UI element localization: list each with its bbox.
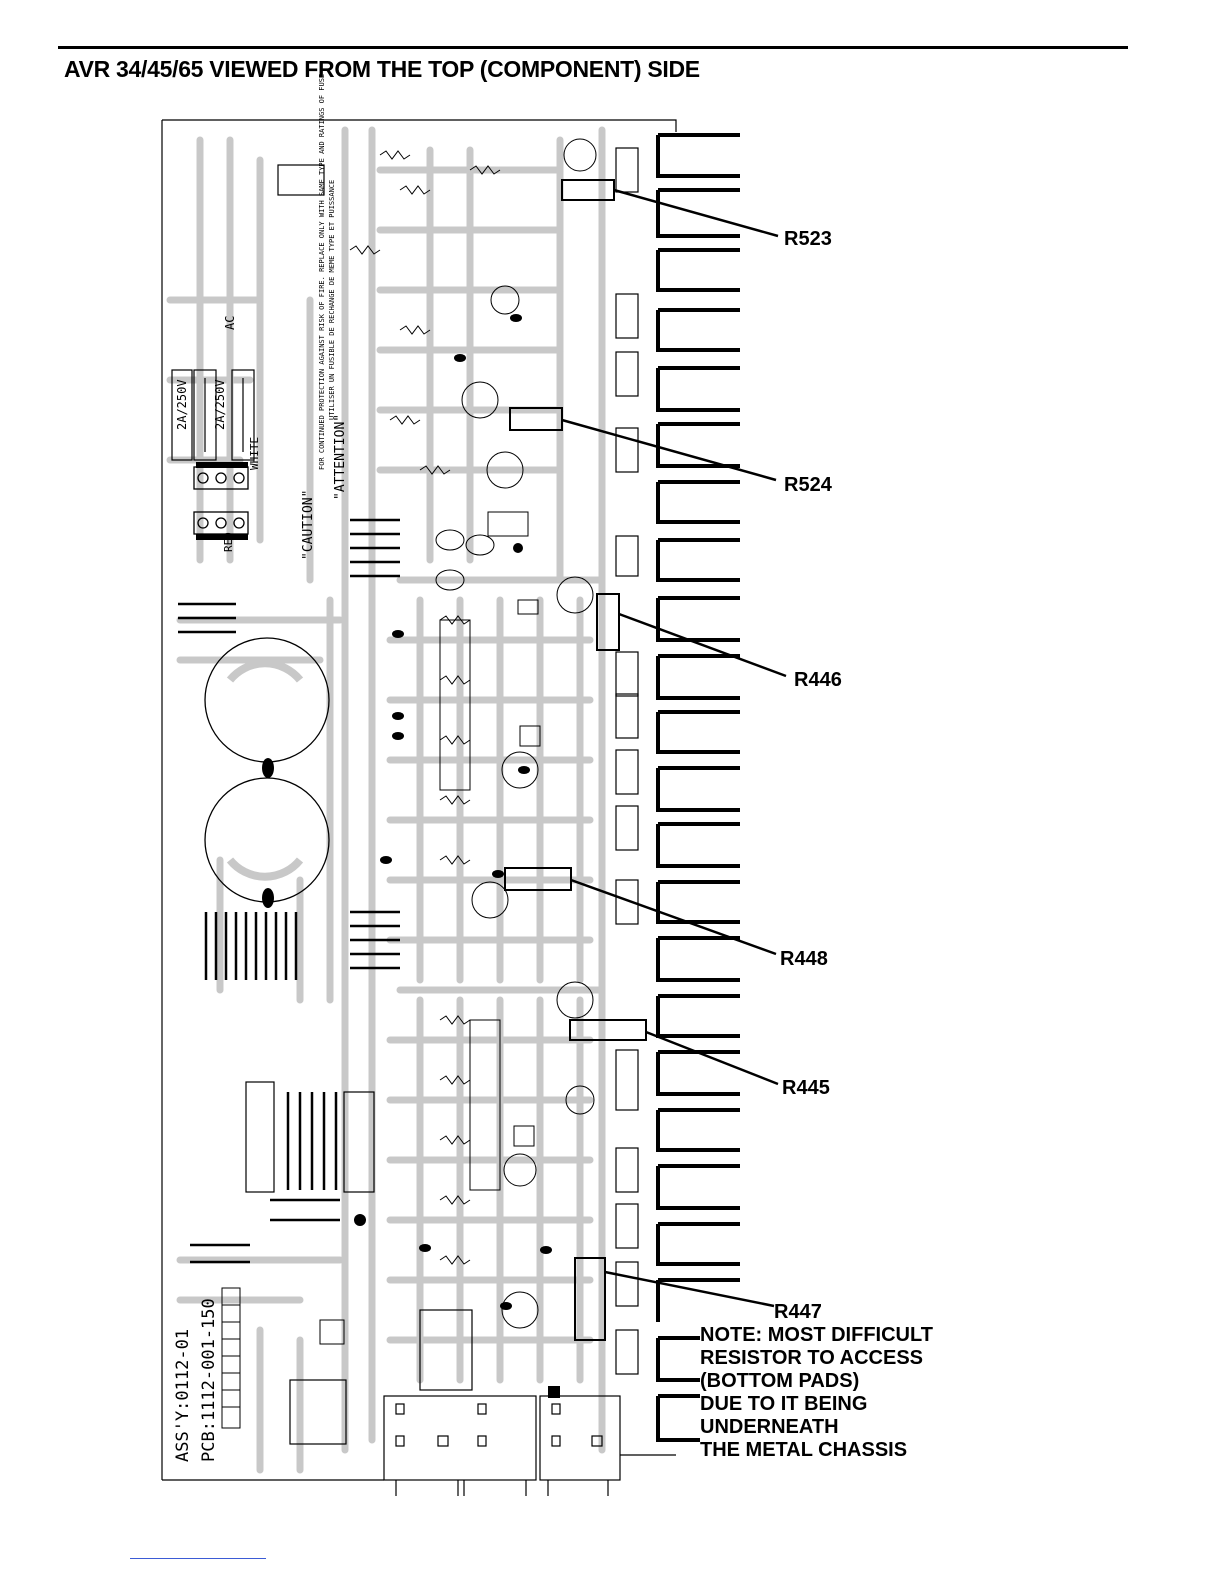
callout-r447: R447	[774, 1301, 822, 1323]
r523-box	[561, 179, 615, 201]
component-dots	[380, 314, 552, 1310]
callout-r448: R448	[780, 948, 828, 970]
note-line-1: NOTE: MOST DIFFICULT	[700, 1324, 933, 1346]
assy-label: ASS'Y:0112-01	[173, 1329, 193, 1462]
pcb-label: PCB:1112-001-150	[199, 1298, 219, 1462]
copper-traces	[166, 126, 606, 1474]
callout-r524: R524	[784, 474, 832, 496]
attention-label: "ATTENTION"	[333, 414, 348, 500]
component-field	[319, 138, 597, 1345]
board-outline	[161, 119, 677, 1481]
r446-box	[596, 593, 620, 651]
note-line-3: (BOTTOM PADS)	[700, 1370, 860, 1392]
callout-r446: R446	[794, 669, 842, 691]
bottom-connectors	[383, 1395, 621, 1496]
white-connector-bar	[196, 462, 248, 468]
note-line-2: RESISTOR TO ACCESS	[700, 1347, 924, 1369]
capacitor-pads	[262, 543, 560, 1398]
ac-label: AC	[223, 316, 237, 330]
red-label: RED	[222, 532, 235, 552]
revision-boxes	[221, 1287, 241, 1429]
r445-box	[569, 1019, 647, 1041]
attention-text: UTILISER UN FUSIBLE DE RECHANGE DE MEME …	[328, 180, 336, 420]
note-line-6: THE METAL CHASSIS	[700, 1439, 908, 1461]
leader-lines	[561, 188, 787, 1308]
red-connector-bar	[196, 534, 248, 540]
top-rule	[58, 46, 1128, 49]
access-note: NOTE: MOST DIFFICULT RESISTOR TO ACCESS …	[700, 1324, 933, 1462]
r447-box	[574, 1257, 606, 1341]
jumpers	[178, 518, 400, 1264]
transistor-rail	[615, 147, 639, 1375]
fuses	[171, 369, 255, 461]
white-label: WHITE	[248, 437, 261, 470]
fuse2-label: 2A/250V	[213, 379, 227, 430]
callout-r445: R445	[782, 1077, 830, 1099]
r524-box	[509, 407, 563, 431]
caution-text: FOR CONTINUED PROTECTION AGAINST RISK OF…	[318, 74, 326, 470]
callout-r523: R523	[784, 228, 832, 250]
caution-label: "CAUTION"	[301, 490, 316, 560]
note-line-4: DUE TO IT BEING	[700, 1393, 868, 1415]
capacitor-c482	[204, 777, 330, 903]
highlight-boxes	[504, 179, 647, 1341]
ic-footprints	[245, 164, 473, 1445]
page-title: AVR 34/45/65 VIEWED FROM THE TOP (COMPON…	[64, 56, 700, 82]
r448-box	[504, 867, 572, 891]
fuse1-label: 2A/250V	[175, 379, 189, 430]
note-line-5: UNDERNEATH	[700, 1416, 839, 1438]
footer-rule	[130, 1558, 266, 1559]
heatsink-fins	[656, 133, 740, 1442]
